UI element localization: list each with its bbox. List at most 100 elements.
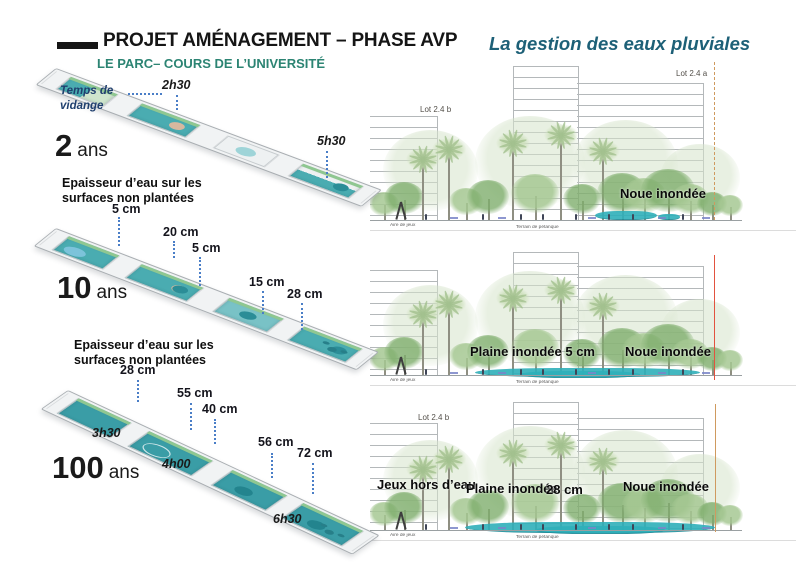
basin-pool-deep: [330, 181, 352, 194]
elevation-mark: [450, 527, 458, 529]
ground-line: [370, 375, 742, 376]
drain-time-4h00: 4h00: [162, 457, 191, 471]
depth-40cm: 40 cm: [202, 402, 238, 416]
plaine-inondee-label: Plaine inondée 5 cm: [470, 344, 595, 359]
palm-trunk: [512, 142, 514, 220]
title-dash: [57, 42, 98, 49]
depth-15cm: 15 cm: [249, 275, 285, 289]
drain-time-6h30: 6h30: [273, 512, 302, 526]
depth-note-line1: Epaisseur d’eau sur les: [62, 176, 202, 190]
person-silhouette: [632, 214, 634, 220]
leader-line: [214, 419, 216, 444]
noue-inondee-label: Noue inondée: [620, 186, 706, 201]
palm-trunk: [560, 289, 562, 375]
person-silhouette: [575, 524, 577, 530]
basin-pool-pool: [60, 244, 90, 259]
temps-de-vidange-label: Temps de vidange: [60, 85, 114, 112]
elevation-mark: [588, 217, 596, 219]
years-unit: ans: [77, 140, 108, 161]
palm-trunk: [422, 468, 424, 530]
leader-line: [176, 95, 178, 110]
palm-trunk: [448, 303, 450, 375]
lot-24b-label: Lot 2.4 b: [418, 413, 450, 422]
plaine-inondee-label: Plaine inondée: [466, 481, 558, 496]
palm-trunk: [560, 444, 562, 530]
basin-pool-deep2: [236, 309, 260, 322]
elevation-mark: [588, 372, 596, 374]
years-unit: ans: [96, 282, 128, 303]
tree-canopy: [384, 337, 424, 369]
lot-24b-label: Lot 2.4 b: [420, 105, 452, 114]
palm-trunk: [448, 458, 450, 530]
depth-note2-line1: Epaisseur d’eau sur les: [74, 338, 214, 352]
person-silhouette: [682, 524, 684, 530]
person-silhouette: [425, 214, 427, 220]
depth-5cm: 5 cm: [112, 202, 141, 216]
section-10ans: Plaine inondée 5 cm Noue inondée Aire de…: [370, 240, 796, 392]
terrain-petanque-label: Terrain de pétanque: [516, 380, 559, 385]
depth-note2-line2: surfaces non plantées: [74, 353, 206, 367]
tree-canopy: [384, 182, 424, 214]
years-value: 2: [55, 128, 73, 163]
elevation-mark: [450, 217, 458, 219]
elevation-mark: [658, 372, 666, 374]
years-unit: ans: [108, 462, 140, 483]
ground-line: [370, 530, 742, 531]
elevation-mark: [588, 527, 596, 529]
depth-55cm: 55 cm: [177, 386, 213, 400]
leader-line: [271, 453, 273, 478]
section-100ans: Lot 2.4 b Jeux hors d’eau Plaine inondée…: [370, 398, 796, 556]
elevation-mark: [450, 372, 458, 374]
scenario-2ans-label: 2 ans: [55, 128, 108, 164]
years-value: 100: [52, 450, 104, 485]
lot-boundary-line: [715, 404, 716, 532]
depth-28cm: 28 cm: [287, 287, 323, 301]
person-silhouette: [608, 524, 610, 530]
tree-canopy: [717, 505, 743, 527]
basin-pool-blobs: [322, 528, 336, 536]
tree-canopy: [384, 492, 424, 524]
person-silhouette: [575, 214, 577, 220]
leader-line: [137, 380, 139, 402]
person-silhouette: [608, 214, 610, 220]
section-2ans: Lot 2.4 b Lot 2.4 a Noue inondée Aire de…: [370, 58, 796, 234]
flood-water: [658, 214, 680, 220]
leader-line: [312, 463, 314, 494]
leader-line: [199, 257, 201, 286]
flood-water: [520, 371, 640, 378]
person-silhouette: [520, 369, 522, 375]
section-art: [370, 398, 796, 556]
ground-line-secondary: [370, 540, 796, 541]
tree-canopy: [467, 335, 509, 369]
basin-pool-tan: [166, 120, 188, 132]
lot-boundary-line: [714, 62, 715, 220]
drain-time-2h30: 2h30: [162, 78, 191, 92]
tree-canopy: [563, 493, 601, 525]
tree-canopy: [511, 174, 559, 213]
lot-boundary-line: [714, 255, 715, 380]
terrain-petanque-label: Terrain de pétanque: [516, 535, 559, 540]
section-art: [370, 58, 796, 234]
tree-canopy: [511, 484, 559, 523]
depth-28cm-note: 28 cm: [120, 363, 156, 377]
aire-de-jeux-label: Aire de jeux: [390, 378, 416, 383]
person-silhouette: [608, 369, 610, 375]
person-silhouette: [542, 524, 544, 530]
years-value: 10: [57, 270, 92, 305]
depth-28cm-label: 28 cm: [546, 482, 583, 497]
jeux-hors-eau-label: Jeux hors d’eau: [377, 477, 476, 492]
leader-line: [190, 403, 192, 430]
depth-20cm: 20 cm: [163, 225, 199, 239]
scenario-10ans-label: 10 ans: [57, 270, 127, 306]
leader-line: [326, 151, 328, 178]
flood-water: [595, 211, 657, 220]
noue-inondee-label: Noue inondée: [625, 344, 711, 359]
palm-trunk: [560, 134, 562, 220]
tree-canopy: [563, 338, 601, 370]
elevation-mark: [702, 527, 710, 529]
person-silhouette: [542, 214, 544, 220]
aire-de-jeux-label: Aire de jeux: [390, 223, 416, 228]
depth-5cm-basin: 5 cm: [192, 241, 221, 255]
basin-pool-deep: [169, 284, 191, 296]
tree-canopy: [467, 490, 509, 524]
